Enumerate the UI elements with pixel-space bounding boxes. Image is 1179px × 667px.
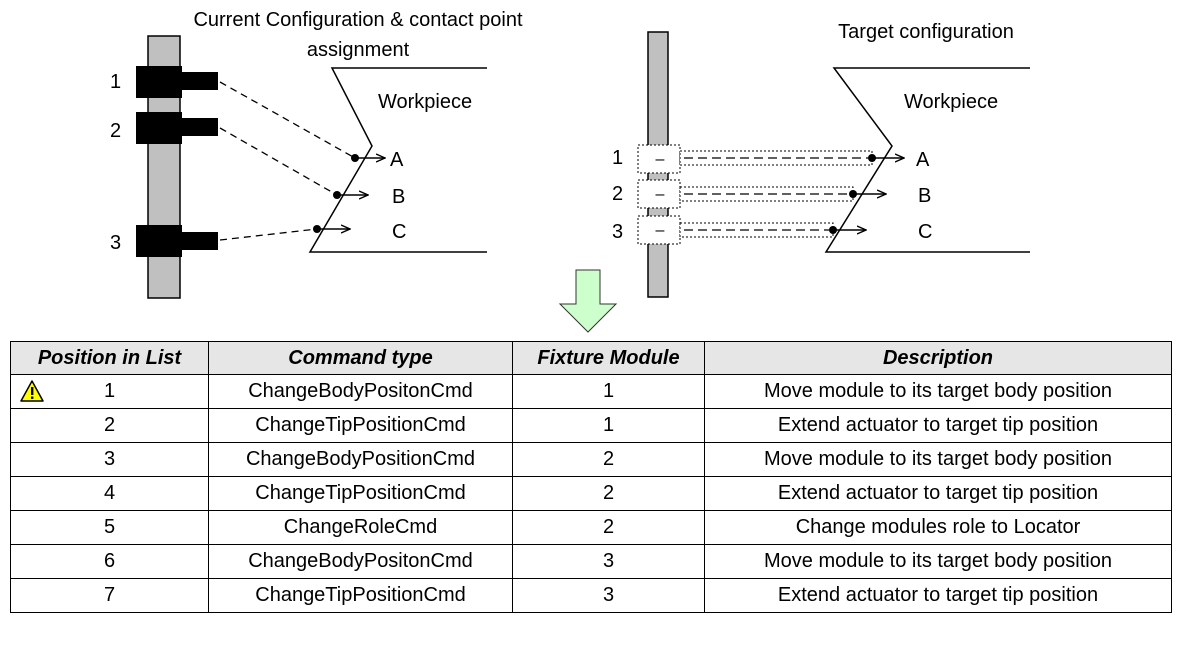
target-contact-label-B: B [918,185,931,207]
table-row[interactable]: 6 ChangeBodyPositonCmd 3 Move module to … [10,544,1172,579]
header-command-type: Command type [208,341,513,375]
current-config-subtitle: assignment [307,39,410,61]
cell-module: 3 [512,544,705,579]
table-row[interactable]: 1 ChangeBodyPositonCmd 1 Move module to … [10,374,1172,409]
cell-module: 2 [512,476,705,511]
fixture-module-2 [136,112,218,144]
cell-module: 3 [512,578,705,613]
header-position: Position in List [10,341,209,375]
svg-text:–: – [656,151,665,168]
cell-command: ChangeBodyPositonCmd [208,544,513,579]
table-row[interactable]: 3 ChangeBodyPositionCmd 2 Move module to… [10,442,1172,477]
assignment-line-3-C [219,228,318,241]
down-arrow-icon [558,269,618,333]
workpiece-label: Workpiece [378,91,472,113]
cell-command: ChangeTipPositionCmd [208,408,513,443]
module-label-2: 2 [110,120,121,142]
table-header-row: Position in List Command type Fixture Mo… [10,341,1172,375]
command-list-table: Position in List Command type Fixture Mo… [10,341,1172,613]
cell-command: ChangeBodyPositonCmd [208,374,513,409]
cell-command: ChangeTipPositionCmd [208,476,513,511]
svg-text:–: – [656,222,665,239]
cell-module: 2 [512,442,705,477]
assignment-line-1-A [219,81,356,159]
module-label-3: 3 [110,232,121,254]
target-module-3: – [637,215,834,245]
table-row[interactable]: 2 ChangeTipPositionCmd 1 Extend actuator… [10,408,1172,443]
target-module-1: – [637,144,873,174]
cell-description: Move module to its target body position [704,442,1172,477]
current-configuration-panel: Current Configuration & contact point as… [110,9,523,299]
cell-module: 2 [512,510,705,545]
target-module-label-2: 2 [612,183,623,205]
target-workpiece-label: Workpiece [904,91,998,113]
target-configuration-panel: Target configuration – – – 1 2 3 Workpie… [612,21,1030,298]
cell-position: 2 [10,408,209,443]
contact-label-C: C [392,221,406,243]
header-description: Description [704,341,1172,375]
cell-position: 7 [10,578,209,613]
svg-text:–: – [656,186,665,203]
target-module-2: – [637,179,854,209]
cell-position: 4 [10,476,209,511]
cell-description: Extend actuator to target tip position [704,408,1172,443]
fixture-module-3 [136,225,218,257]
target-module-label-1: 1 [612,147,623,169]
cell-position: 1 [10,374,209,409]
cell-description: Move module to its target body position [704,374,1172,409]
module-label-1: 1 [110,71,121,93]
fixture-module-1 [136,66,218,98]
warning-icon [20,380,44,402]
cell-position: 6 [10,544,209,579]
table-row[interactable]: 5 ChangeRoleCmd 2 Change modules role to… [10,510,1172,545]
cell-command: ChangeRoleCmd [208,510,513,545]
table-row[interactable]: 7 ChangeTipPositionCmd 3 Extend actuator… [10,578,1172,613]
fixture-diagram: Current Configuration & contact point as… [110,9,1030,333]
workpiece-outline [308,67,487,253]
current-config-title: Current Configuration & contact point [193,9,523,31]
position-value: 1 [103,380,116,402]
target-contact-label-A: A [916,149,930,171]
cell-description: Extend actuator to target tip position [704,476,1172,511]
cell-description: Extend actuator to target tip position [704,578,1172,613]
cell-position: 5 [10,510,209,545]
table-row[interactable]: 4 ChangeTipPositionCmd 2 Extend actuator… [10,476,1172,511]
cell-description: Move module to its target body position [704,544,1172,579]
contact-label-A: A [390,149,404,171]
assignment-line-2-B [219,127,338,196]
target-config-title: Target configuration [838,21,1014,43]
cell-position: 3 [10,442,209,477]
target-contact-label-C: C [918,221,932,243]
cell-command: ChangeTipPositionCmd [208,578,513,613]
target-module-label-3: 3 [612,221,623,243]
cell-module: 1 [512,374,705,409]
target-workpiece-outline [824,67,1030,253]
header-fixture-module: Fixture Module [512,341,705,375]
cell-command: ChangeBodyPositionCmd [208,442,513,477]
cell-description: Change modules role to Locator [704,510,1172,545]
contact-label-B: B [392,186,405,208]
cell-module: 1 [512,408,705,443]
